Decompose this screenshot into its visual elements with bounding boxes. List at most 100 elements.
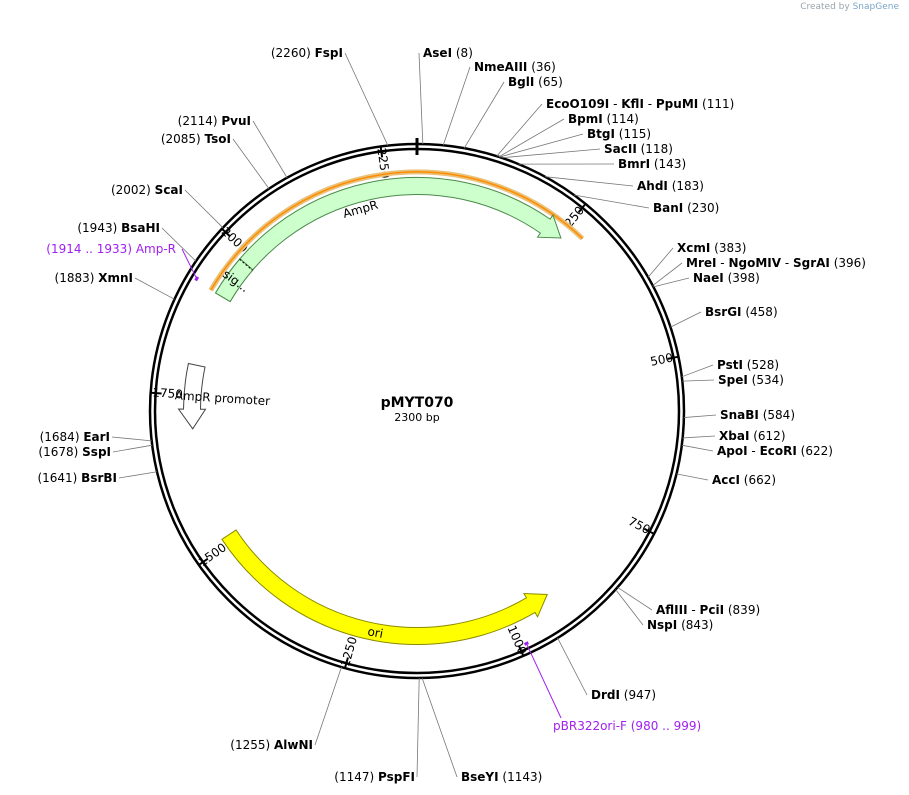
feature-ampr[interactable]: AmpR — [208, 169, 585, 303]
site-xmni[interactable]: (1883) XmnI — [55, 271, 175, 300]
site-bpmi[interactable]: BpmI (114) — [498, 112, 639, 158]
label-separator: ( — [111, 183, 116, 197]
enzyme-name: PvuI — [221, 114, 251, 128]
label-separator: ( — [724, 603, 733, 617]
site-label: XbaI (612) — [719, 429, 786, 443]
site-label: (2260) FspI — [271, 46, 343, 60]
site-label: SpeI (534) — [718, 373, 784, 387]
site-leader-line — [421, 677, 458, 778]
site-bani[interactable]: BanI (230) — [573, 194, 719, 215]
scale-tick-mark — [577, 203, 587, 214]
site-nmeaiii[interactable]: NmeAIII (36) — [442, 60, 556, 146]
enzyme-name: BanI — [653, 201, 683, 215]
site-psti[interactable]: PstI (528) — [681, 358, 779, 378]
enzyme-name: BpmI — [568, 112, 603, 126]
enzyme-name: NmeAIII — [474, 60, 527, 74]
site-fspi[interactable]: (2260) FspI — [271, 46, 389, 146]
label-separator: - — [644, 97, 656, 111]
feature-ori[interactable]: ori — [221, 529, 549, 645]
cut-position: 2260 — [276, 46, 307, 60]
cut-position: 612 — [758, 429, 781, 443]
site-leader-line — [134, 277, 175, 300]
primer-amp-r[interactable]: (1914 .. 1933) Amp-R — [46, 242, 200, 282]
primer-pbr322ori-f[interactable]: pBR322ori-F (980 .. 999) — [523, 641, 702, 733]
feature-sig[interactable]: sig... — [214, 258, 254, 303]
site-snabi[interactable]: SnaBI (584) — [683, 408, 795, 422]
site-sacii[interactable]: SacII (118) — [501, 142, 673, 159]
label-separator: ( — [724, 271, 733, 285]
feature-shape[interactable] — [177, 362, 207, 430]
label-separator: ) — [146, 183, 155, 197]
site-bsrgi[interactable]: BsrGI (458) — [670, 305, 778, 328]
site-tsoi[interactable]: (2085) TsoI — [161, 132, 270, 189]
enzyme-name: BglI — [508, 75, 534, 89]
label-separator: ( — [603, 112, 612, 126]
site-sspi[interactable]: (1678) SspI — [38, 444, 153, 459]
site-bseyi[interactable]: BseYI (1143) — [421, 677, 542, 784]
label-separator: ( — [830, 256, 839, 270]
feature-shape[interactable] — [221, 529, 549, 645]
site-leader-line — [670, 311, 702, 328]
site-acci[interactable]: AccI (662) — [676, 473, 776, 487]
site-mrei[interactable]: MreI - NgoMIV - SgrAI (396) — [652, 256, 866, 286]
label-separator: ( — [740, 473, 749, 487]
site-ecoo109i[interactable]: EcoO109I - KflI - PpuMI (111) — [496, 97, 735, 157]
site-xbai[interactable]: XbaI (612) — [682, 429, 786, 443]
feature-shape[interactable] — [214, 258, 254, 303]
site-leader-line — [617, 586, 653, 611]
enzyme-name: AccI — [712, 473, 740, 487]
site-leader-line — [501, 148, 601, 159]
enzyme-name: SgrAI — [793, 256, 830, 270]
site-drdi[interactable]: DrdI (947) — [557, 637, 656, 702]
site-leader-line — [184, 189, 224, 228]
primer-name: pBR322ori-F — [553, 719, 627, 733]
label-separator: - — [781, 256, 793, 270]
site-label: SnaBI (584) — [720, 408, 795, 422]
site-label: BglI (65) — [508, 75, 563, 89]
site-pspfi[interactable]: (1147) PspFI — [334, 677, 420, 784]
primer-label: pBR322ori-F (980 .. 999) — [553, 719, 701, 733]
site-eari[interactable]: (1684) EarI — [40, 430, 152, 444]
site-bsrbi[interactable]: (1641) BsrBI — [37, 471, 158, 485]
site-bgli[interactable]: BglI (65) — [463, 75, 563, 149]
label-separator: ( — [38, 445, 43, 459]
enzyme-name: ScaI — [155, 183, 183, 197]
snapgene-credit: Created by SnapGene — [800, 2, 899, 12]
enzyme-name: EarI — [83, 430, 110, 444]
site-asei[interactable]: AseI (8) — [418, 46, 473, 145]
cut-position: 1943 — [82, 221, 113, 235]
enzyme-name: AlwNI — [274, 738, 313, 752]
site-leader-line — [111, 436, 152, 442]
cut-position: 584 — [767, 408, 790, 422]
site-leader-line — [544, 176, 634, 187]
site-afliii[interactable]: AflIII - PciI (839) — [617, 586, 761, 617]
site-label: ApoI - EcoRI (622) — [717, 444, 833, 458]
feature-ampr-promoter[interactable]: AmpR promoter — [174, 362, 270, 430]
site-xcmi[interactable]: XcmI (383) — [647, 241, 746, 278]
cut-position: 2085 — [166, 132, 197, 146]
site-scai[interactable]: (2002) ScaI — [111, 183, 224, 228]
site-label: BtgI (115) — [587, 127, 651, 141]
primer-leader-line — [525, 643, 562, 719]
site-ahdi[interactable]: AhdI (183) — [544, 176, 704, 193]
site-leader-line — [681, 364, 714, 378]
site-spei[interactable]: SpeI (534) — [682, 373, 784, 387]
label-separator: ( — [40, 430, 45, 444]
site-bsahi[interactable]: (1943) BsaHI — [77, 221, 197, 262]
site-btgi[interactable]: BtgI (115) — [499, 127, 652, 158]
site-naei[interactable]: NaeI (398) — [653, 271, 760, 288]
site-leader-line — [112, 444, 153, 453]
cut-position: 947 — [628, 688, 651, 702]
site-nspi[interactable]: NspI (843) — [615, 589, 714, 632]
site-apoi[interactable]: ApoI - EcoRI (622) — [681, 444, 833, 458]
enzyme-name: EcoRI — [760, 444, 797, 458]
label-separator: ( — [452, 46, 461, 60]
site-bmri[interactable]: BmrI (143) — [518, 157, 686, 171]
label-separator: ( — [748, 373, 757, 387]
cut-position: 396 — [838, 256, 861, 270]
site-pvui[interactable]: (2114) PvuI — [178, 114, 288, 178]
site-alwni[interactable]: (1255) AlwNI — [230, 666, 342, 752]
feature-shape[interactable] — [214, 177, 562, 303]
